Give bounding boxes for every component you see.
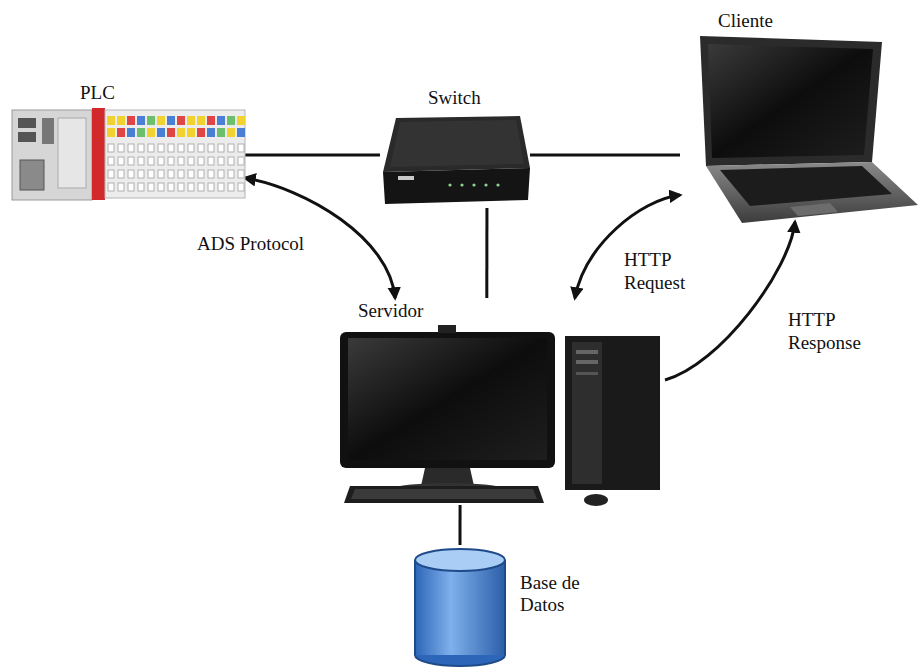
laptop-client [700,36,918,223]
server-workstation [340,325,660,506]
device-label: Cliente [718,10,773,32]
device-node: Switch [380,85,530,208]
device-label: Servidor [358,300,423,322]
arrow-label: HTTP Request [622,248,704,294]
device-node: PLC [10,80,245,205]
device-node: Servidor [335,298,665,505]
network-cable [245,153,380,156]
device-node: Cliente [680,8,918,222]
device-label: PLC [80,82,115,104]
device-node: Base de Datos [410,545,600,668]
network-cable [485,208,488,298]
arrow-label: HTTP Response [786,308,886,354]
database-cylinder [415,549,505,666]
plc-device [12,108,245,200]
arrow-label: ADS Protocol [195,232,306,255]
device-label: Switch [428,87,481,109]
network-cable [458,505,461,545]
protocol-arrow [665,222,795,380]
device-label: Base de Datos [520,572,592,616]
network-switch [383,116,530,204]
network-cable [530,153,680,156]
